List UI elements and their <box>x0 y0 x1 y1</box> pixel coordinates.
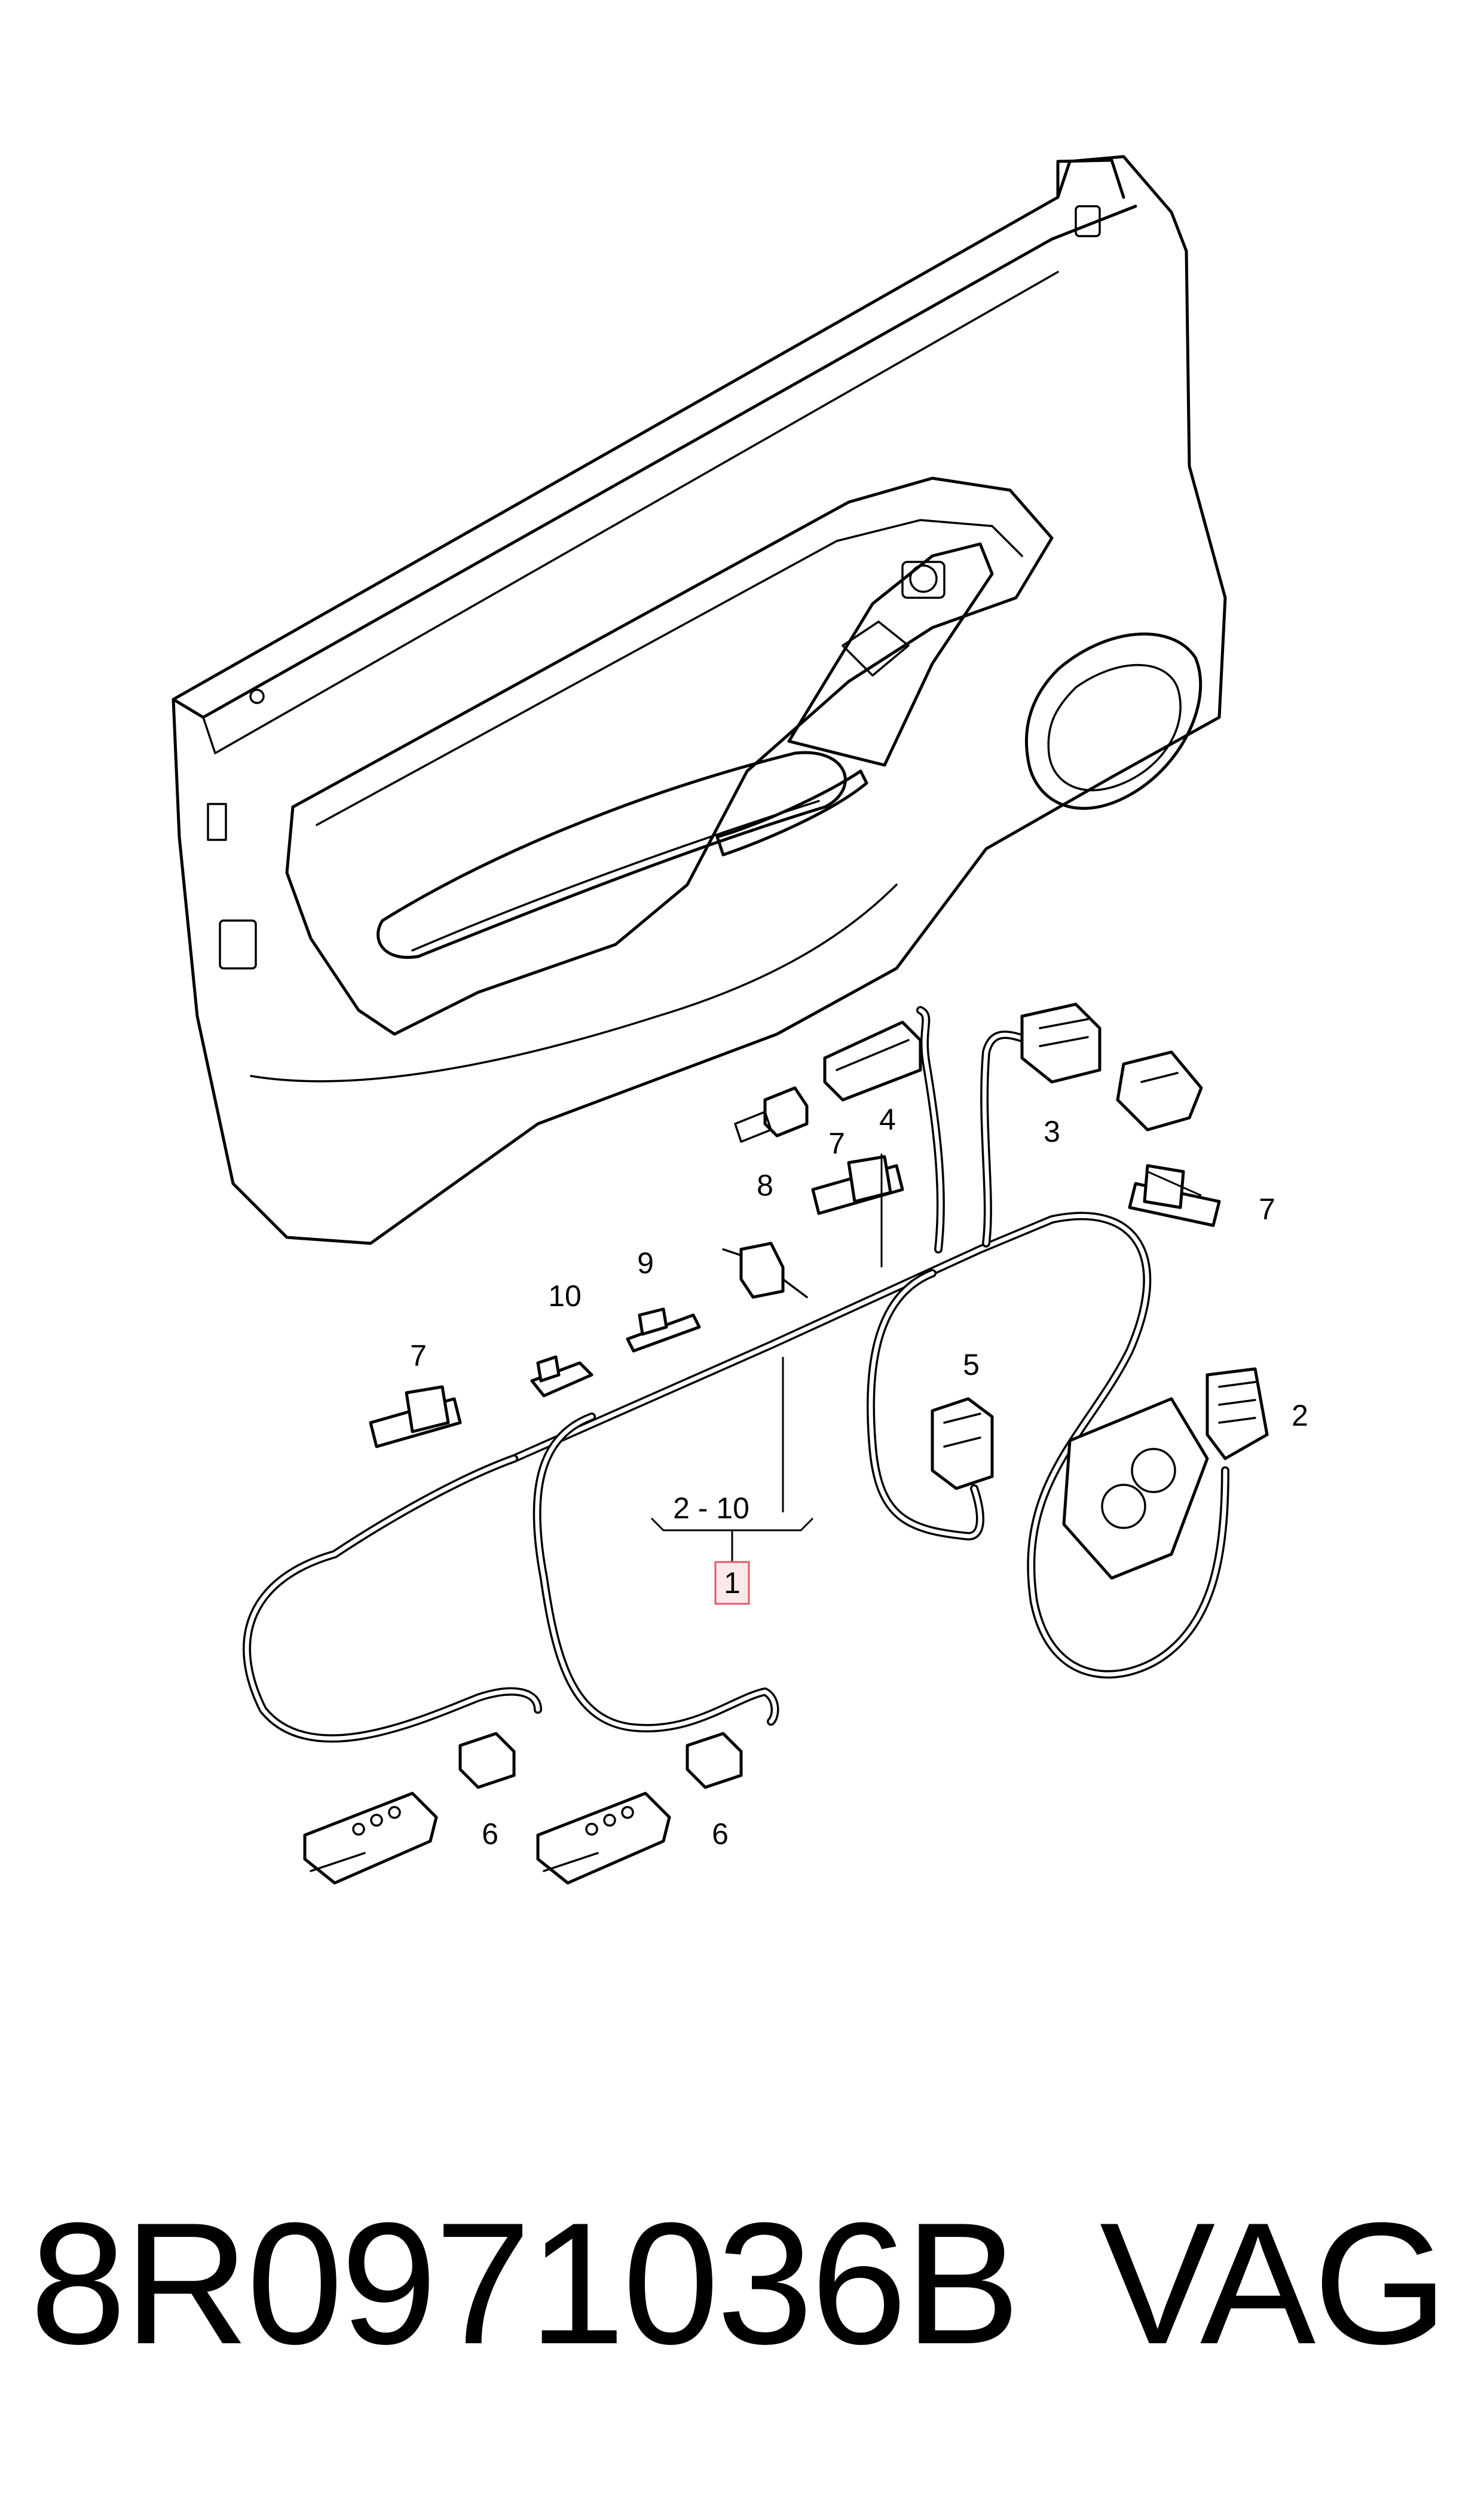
connector-item-3 <box>1020 1002 1203 1132</box>
callout-7a: 7 <box>410 1339 427 1372</box>
callout-7c: 7 <box>1259 1193 1275 1226</box>
main-item-highlight-box <box>714 1561 750 1605</box>
leader-lines <box>650 1154 1202 1566</box>
connector-item-5 <box>931 1397 994 1490</box>
callout-6a: 6 <box>482 1817 498 1851</box>
callout-3: 3 <box>1044 1115 1060 1148</box>
callout-4: 4 <box>879 1103 896 1136</box>
bulb-holder <box>734 1086 809 1143</box>
callout-10: 10 <box>548 1279 582 1313</box>
callout-2: 2 <box>1292 1399 1308 1432</box>
callout-8: 8 <box>757 1169 773 1202</box>
callout-6b: 6 <box>712 1817 729 1851</box>
callout-7b: 7 <box>828 1127 845 1160</box>
door-trim-panel <box>172 155 1227 1245</box>
control-module-item-2 <box>1062 1367 1269 1580</box>
clip-item-8 <box>722 1242 808 1299</box>
clip-item-7-a <box>369 1385 462 1448</box>
callout-5: 5 <box>963 1348 980 1381</box>
callout-9: 9 <box>637 1246 654 1280</box>
callout-range: 2 - 10 <box>673 1491 749 1525</box>
wiring-harness <box>243 1006 1229 1743</box>
connector-item-6-b <box>536 1732 743 1885</box>
brand-label: VAG <box>1100 2187 1448 2380</box>
connector-item-4 <box>823 1020 922 1102</box>
clip-item-7-b <box>811 1155 904 1215</box>
callout-1: 1 <box>724 1566 741 1600</box>
part-number-label: 8R0971036B <box>30 2187 1020 2380</box>
clip-item-7-c <box>1128 1164 1221 1227</box>
clip-item-9 <box>626 1307 701 1353</box>
clip-item-10 <box>530 1355 593 1398</box>
callouts: 1 2 - 10 2 3 4 5 6 6 7 7 7 8 9 10 <box>410 1103 1308 1851</box>
connector-item-6-a <box>303 1732 516 1885</box>
